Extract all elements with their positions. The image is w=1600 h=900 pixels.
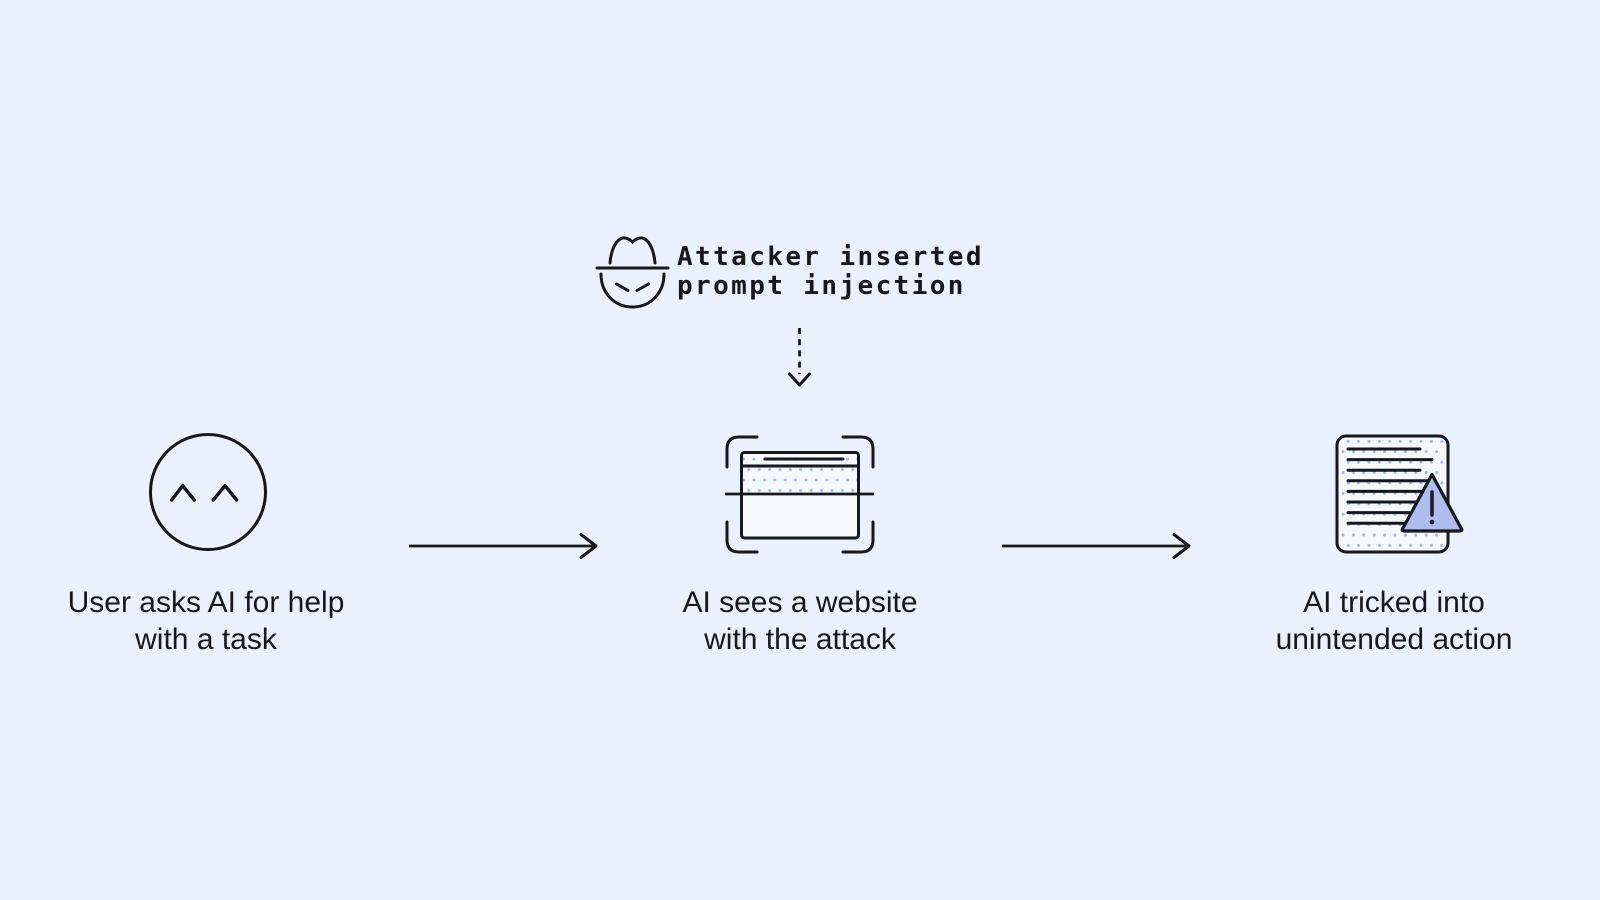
injection-dashed-arrow xyxy=(788,328,811,387)
attacker-spy-icon xyxy=(595,236,670,309)
step-caption-website: AI sees a website with the attack xyxy=(682,584,917,658)
step-caption-website-line1: AI sees a website xyxy=(682,586,918,619)
attacker-annotation-line1: Attacker inserted xyxy=(677,242,984,272)
step-caption-user: User asks AI for help with a task xyxy=(68,584,345,658)
user-face-icon xyxy=(149,433,267,551)
flow-arrow-1 xyxy=(409,533,598,559)
step-caption-outcome: AI tricked into unintended action xyxy=(1276,584,1513,658)
website-scan-icon xyxy=(725,435,875,554)
step-caption-user-line1: User asks AI for help xyxy=(67,586,345,619)
step-caption-user-line2: with a task xyxy=(135,623,277,656)
attacker-annotation: Attacker inserted prompt injection xyxy=(677,243,984,301)
flow-arrow-2 xyxy=(1002,533,1191,559)
step-caption-outcome-line2: unintended action xyxy=(1275,623,1513,656)
attacker-annotation-line2: prompt injection xyxy=(677,271,966,301)
document-warning-icon xyxy=(1335,434,1464,554)
step-caption-outcome-line1: AI tricked into xyxy=(1303,586,1485,619)
step-caption-website-line2: with the attack xyxy=(704,623,896,656)
